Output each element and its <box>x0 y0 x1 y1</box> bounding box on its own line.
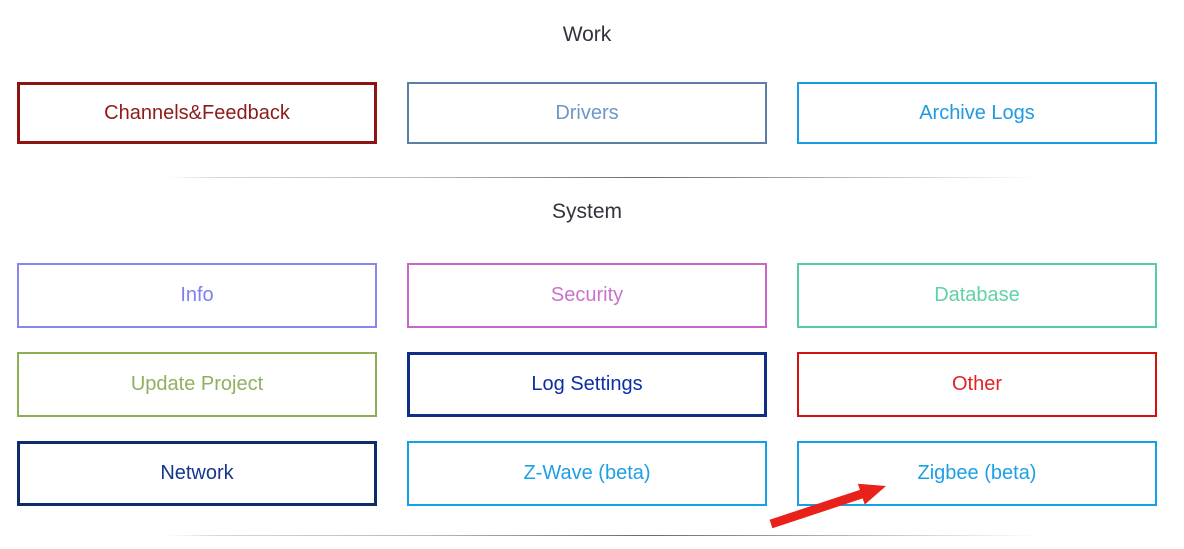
work-section-grid: Channels&Feedback Drivers Archive Logs <box>17 82 1157 144</box>
section-title-work: Work <box>562 23 612 46</box>
settings-menu: Work Channels&Feedback Drivers Archive L… <box>17 0 1157 536</box>
button-other[interactable]: Other <box>797 352 1157 417</box>
button-security[interactable]: Security <box>407 263 767 328</box>
button-info[interactable]: Info <box>17 263 377 328</box>
button-log-settings[interactable]: Log Settings <box>407 352 767 417</box>
button-database[interactable]: Database <box>797 263 1157 328</box>
button-zigbee-beta[interactable]: Zigbee (beta) <box>797 441 1157 506</box>
button-update-project[interactable]: Update Project <box>17 352 377 417</box>
bottom-divider <box>166 535 1040 536</box>
section-divider <box>166 177 1040 178</box>
button-drivers[interactable]: Drivers <box>407 82 767 144</box>
button-archive-logs[interactable]: Archive Logs <box>797 82 1157 144</box>
button-channels-feedback[interactable]: Channels&Feedback <box>17 82 377 144</box>
system-section-grid: Info Security Database Update Project Lo… <box>17 263 1157 506</box>
section-title-system: System <box>551 200 622 223</box>
button-zwave-beta[interactable]: Z-Wave (beta) <box>407 441 767 506</box>
button-network[interactable]: Network <box>17 441 377 506</box>
